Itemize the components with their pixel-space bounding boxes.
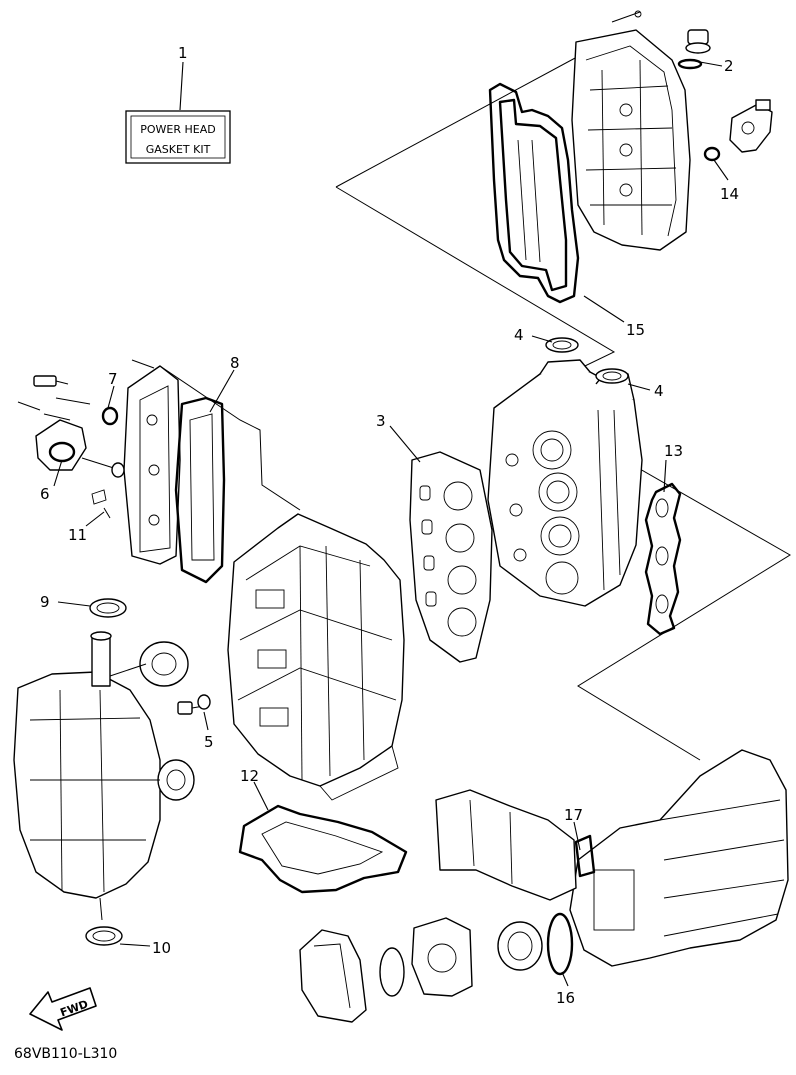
callout-9: 9 xyxy=(40,593,50,611)
intake-duct xyxy=(435,789,577,901)
callout-1: 1 xyxy=(178,44,188,62)
sensor-assembly xyxy=(703,99,773,162)
callout-14: 14 xyxy=(720,185,739,203)
side-cover xyxy=(123,359,181,565)
callout-13: 13 xyxy=(664,442,683,460)
manifold-gaskets xyxy=(546,834,596,976)
diagram-code: 68VB110-L310 xyxy=(14,1046,117,1062)
callout-11: 11 xyxy=(68,526,87,544)
callout-17: 17 xyxy=(564,806,583,824)
fwd-arrow-icon: FWD xyxy=(29,987,97,1031)
intake-manifold xyxy=(569,749,789,967)
crank-oil-seals xyxy=(85,598,127,946)
callout-3: 3 xyxy=(376,412,386,430)
thermostat-cover xyxy=(17,401,87,471)
kit-label-line2: GASKET KIT xyxy=(146,143,211,156)
crankcase xyxy=(13,631,195,921)
cylinder-head-gasket xyxy=(409,451,493,663)
callout-16: 16 xyxy=(556,989,575,1007)
callout-5: 5 xyxy=(204,733,214,751)
intake-silencer xyxy=(299,929,367,1023)
throttle-body xyxy=(379,917,543,997)
callout-10: 10 xyxy=(152,939,171,957)
callout-15: 15 xyxy=(626,321,645,339)
oil-filler-cap xyxy=(677,29,711,70)
cylinder-block xyxy=(227,513,405,801)
head-cover-gasket xyxy=(488,82,580,304)
callout-6: 6 xyxy=(40,485,50,503)
exhaust-gasket xyxy=(644,482,682,636)
side-cover-gasket xyxy=(174,396,226,584)
callout-12: 12 xyxy=(240,767,259,785)
drain-bolt xyxy=(177,694,211,715)
kit-label-line1: POWER HEAD xyxy=(140,123,215,136)
callout-2: 2 xyxy=(724,57,734,75)
callout-numbers: 1 2 3 4 4 5 6 7 8 9 10 11 12 13 14 15 16… xyxy=(40,44,739,1007)
callout-4a: 4 xyxy=(514,326,524,344)
callout-7: 7 xyxy=(108,370,118,388)
oil-seal-pair xyxy=(545,337,629,384)
leader-lines xyxy=(53,61,729,987)
oil-pan-gasket xyxy=(238,804,408,894)
temperature-sensor xyxy=(33,375,125,519)
gasket-kit-label: POWER HEAD GASKET KIT xyxy=(125,110,231,164)
callout-8: 8 xyxy=(230,354,240,372)
callout-4b: 4 xyxy=(654,382,664,400)
cylinder-head-cover xyxy=(571,10,691,251)
cylinder-head xyxy=(487,359,643,607)
